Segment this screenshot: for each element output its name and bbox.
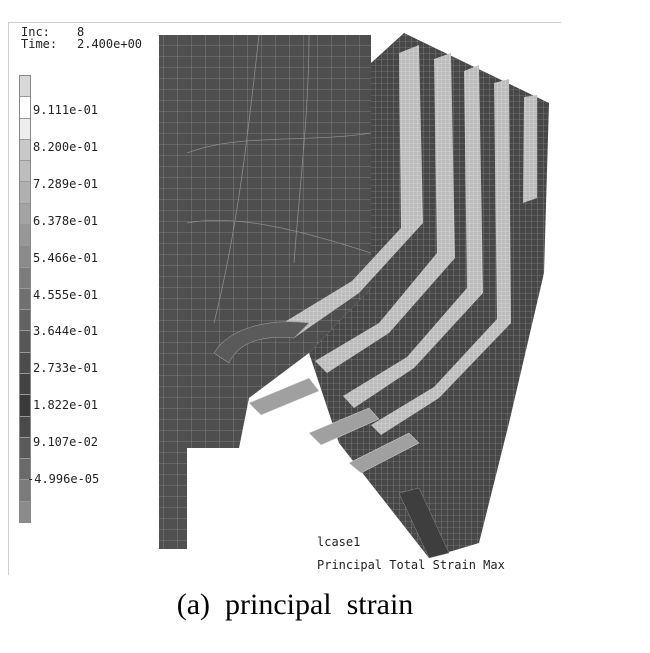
- legend-tick-label: 3.644e-01: [33, 324, 99, 339]
- legend-swatch: [20, 331, 30, 353]
- legend-tick-label: 1.822e-01: [33, 398, 99, 413]
- load-case-label: lcase1: [317, 535, 361, 549]
- legend-tick-label: 9.107e-02: [33, 435, 99, 450]
- legend-swatch: [20, 352, 30, 374]
- legend-swatch: [20, 182, 30, 204]
- legend-swatch: [20, 416, 30, 438]
- figure-caption: (a) principal strain: [176, 588, 414, 621]
- legend-swatch: [20, 161, 30, 183]
- result-quantity-label: Principal Total Strain Max: [317, 558, 505, 572]
- legend-swatch: [20, 224, 30, 247]
- legend-swatch: [20, 97, 30, 119]
- time-value: 2.400e+00: [77, 37, 143, 51]
- legend-swatch: [20, 395, 30, 417]
- legend-tick-label: 6.378e-01: [33, 213, 99, 228]
- mesh-plot[interactable]: [9, 23, 561, 575]
- legend-tick-label: 8.200e-01: [33, 139, 99, 154]
- legend-labels: 9.111e-01 8.200e-01 7.289e-01 6.378e-01 5.46…: [27, 23, 163, 575]
- legend-swatch: [20, 310, 30, 332]
- legend-swatch: [20, 203, 30, 225]
- legend-tick-label: -4.996e-05: [27, 472, 100, 486]
- punch-column: [159, 35, 187, 549]
- legend-swatch: [20, 288, 30, 311]
- increment-label: Inc:: [21, 25, 50, 39]
- increment-value: 8: [77, 25, 85, 39]
- legend-tick-label: 4.555e-01: [33, 287, 99, 302]
- folded-sheet-layers: [213, 33, 549, 559]
- legend-swatch: [20, 501, 30, 522]
- legend-swatch: [20, 76, 30, 98]
- time-label: Time:: [21, 37, 58, 51]
- legend-swatch: [20, 267, 30, 289]
- legend-color-bar: [19, 75, 31, 523]
- legend-swatch: [20, 246, 30, 268]
- legend-swatch: [20, 437, 30, 460]
- legend-swatch: [20, 118, 30, 140]
- legend-tick-label: 9.111e-01: [33, 103, 99, 117]
- legend-swatch: [20, 373, 30, 396]
- legend-tick-label: 5.466e-01: [33, 250, 99, 265]
- legend-tick-label: 2.733e-01: [33, 361, 99, 376]
- legend-tick-label: 7.289e-01: [33, 176, 99, 191]
- legend-swatch: [20, 139, 30, 162]
- legend-swatch: [20, 459, 30, 481]
- legend-swatch: [20, 480, 30, 502]
